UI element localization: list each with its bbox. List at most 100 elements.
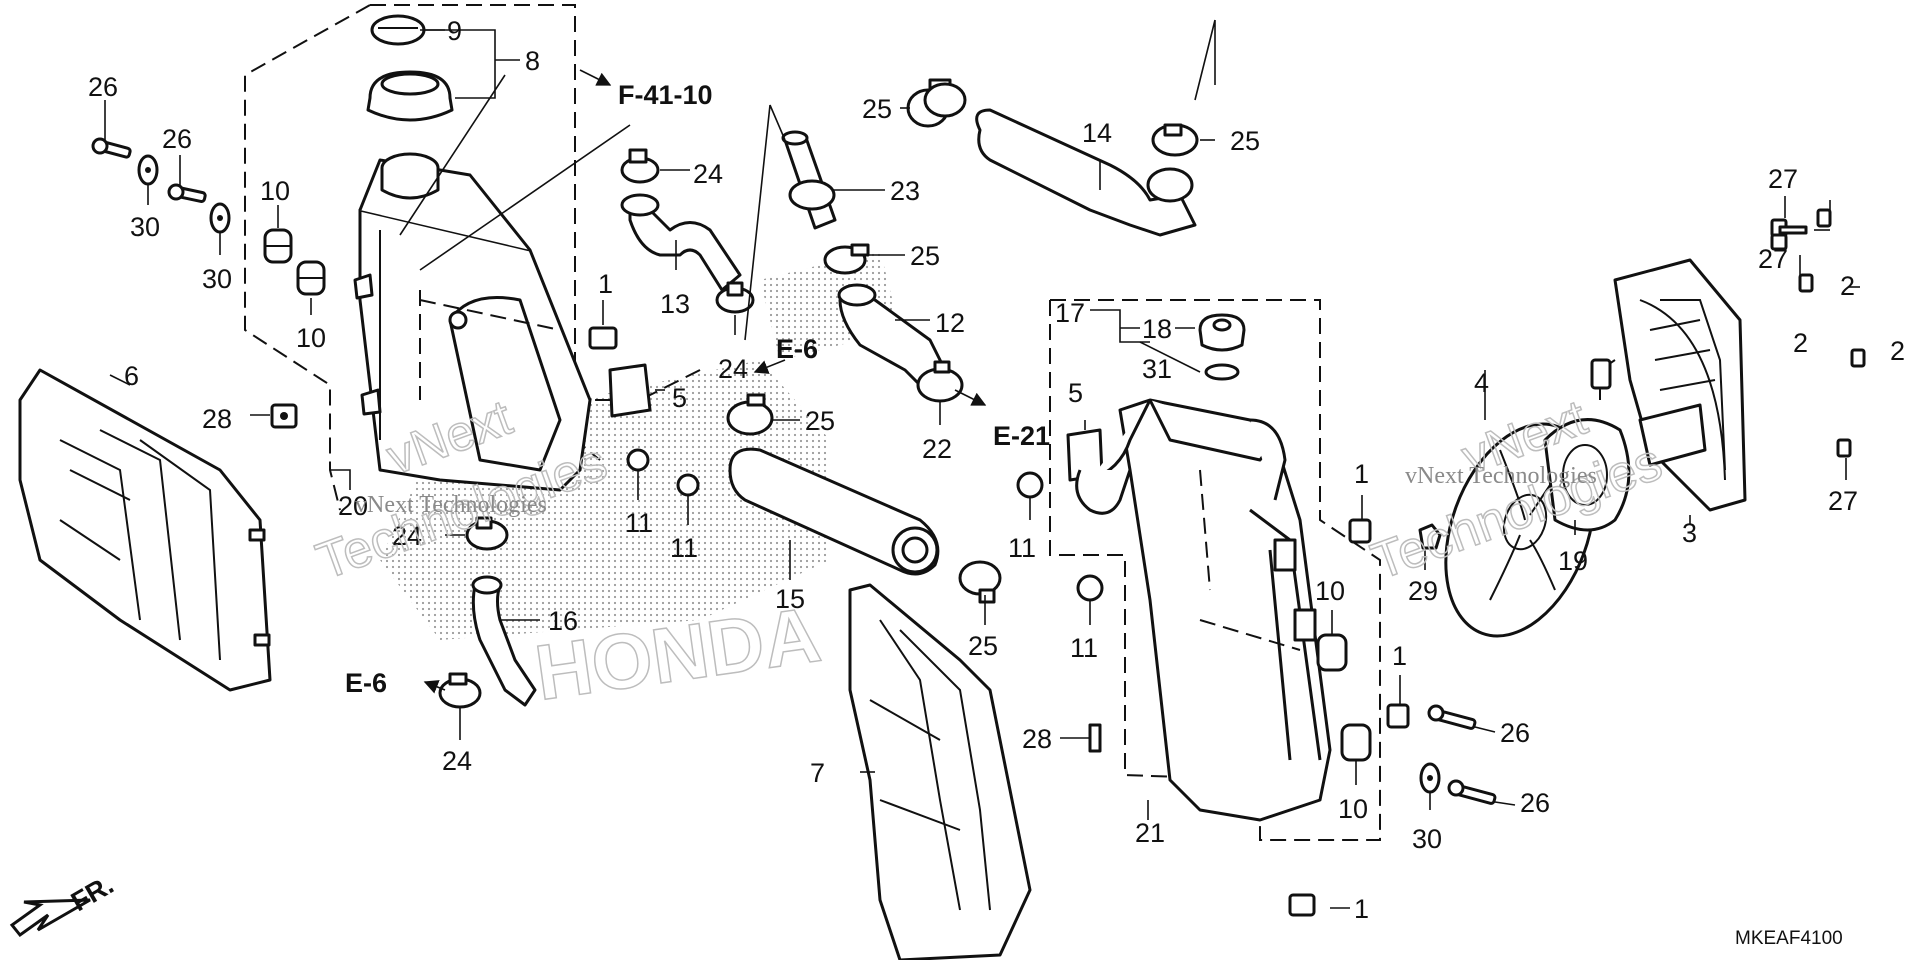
- front-direction-arrow: FR.: [9, 869, 119, 938]
- callout-5: 5: [672, 383, 687, 413]
- callout-11: 11: [1008, 533, 1036, 563]
- callout-29: 29: [1408, 576, 1438, 606]
- callout-16: 16: [548, 606, 578, 636]
- hose-clamp-top-right: [1151, 123, 1199, 157]
- grommet-right-lower: [1340, 723, 1372, 762]
- upper-water-hose: [975, 108, 1197, 237]
- radiator-lower-hose: [728, 447, 940, 576]
- collar-left-b: [676, 473, 700, 497]
- hose-clamp-center-d: [958, 560, 1002, 604]
- reservoir-bolt-right: [167, 183, 207, 203]
- grommet-right-upper: [1316, 633, 1348, 672]
- callout-1: 1: [598, 269, 613, 299]
- callout-10: 10: [1315, 576, 1345, 606]
- hose-clamp-lower-left-b: [438, 672, 482, 709]
- fan-motor: [1543, 358, 1631, 532]
- radiator-group-outline: [1049, 299, 1381, 841]
- collar-right-a: [1016, 471, 1044, 499]
- callout-24: 24: [392, 521, 422, 551]
- hose-clamp-center-c: [726, 393, 774, 436]
- radiator-reserve-tank: [353, 152, 592, 492]
- callout-30: 30: [130, 212, 160, 242]
- callout-6: 6: [124, 361, 139, 391]
- diagram-code: MKEAF4100: [1735, 928, 1843, 949]
- ref-e-6-lower: E-6: [345, 668, 387, 698]
- watermark-small-right: vNext Technologies: [1405, 463, 1597, 489]
- callout-3: 3: [1682, 518, 1697, 548]
- main-radiator: [1075, 398, 1332, 822]
- callout-25: 25: [805, 406, 835, 436]
- reference-arrows: [423, 69, 987, 694]
- collar-right-b: [1076, 574, 1104, 602]
- fan-shroud-bolt-e: [1850, 348, 1866, 368]
- callout-28: 28: [202, 404, 232, 434]
- reservoir-cap-seal: [370, 14, 426, 46]
- callout-24: 24: [718, 354, 748, 384]
- callout-25: 25: [968, 631, 998, 661]
- callout-24: 24: [442, 746, 472, 776]
- callout-11: 11: [1070, 633, 1098, 663]
- callout-30: 30: [1412, 824, 1442, 854]
- ref-f-41-10: F-41-10: [618, 80, 713, 110]
- callout-17: 17: [1055, 298, 1085, 328]
- fan-shroud-bolt-b: [1770, 233, 1788, 251]
- water-pipe-joint: [781, 130, 837, 230]
- callout-24: 24: [693, 159, 723, 189]
- callout-27: 27: [1758, 244, 1788, 274]
- callout-26: 26: [88, 72, 118, 102]
- callout-2: 2: [1890, 336, 1905, 366]
- callout-28: 28: [1022, 724, 1052, 754]
- fan-shroud-bolt-f: [1836, 438, 1852, 458]
- callout-5: 5: [1068, 378, 1083, 408]
- clip-holder-top: [588, 326, 618, 350]
- washer-left: [137, 154, 159, 186]
- rubber-block-left: [608, 363, 652, 418]
- callout-7: 7: [810, 758, 825, 788]
- radiator-bolt-b: [1447, 779, 1497, 805]
- radiator-washer: [1419, 762, 1441, 794]
- callout-30: 30: [202, 264, 232, 294]
- callout-2: 2: [1840, 271, 1855, 301]
- callout-23: 23: [890, 176, 920, 206]
- callout-labels: 9 8 26 26 30 30 10 10 6 28 20 24 13 24 1…: [88, 16, 1905, 924]
- hose-clamp-upper-right: [923, 82, 967, 118]
- shroud-clip-left: [270, 403, 298, 429]
- callout-26: 26: [162, 124, 192, 154]
- callout-10: 10: [260, 176, 290, 206]
- grommet-upper: [263, 228, 293, 264]
- callout-9: 9: [447, 16, 462, 46]
- callout-15: 15: [775, 584, 805, 614]
- callout-12: 12: [935, 308, 965, 338]
- callout-25: 25: [1230, 126, 1260, 156]
- leader-lines: [104, 19, 1860, 909]
- reference-labels: F-41-10 E-6 E-21 E-6: [345, 80, 1050, 698]
- washer-right: [209, 202, 231, 234]
- ref-e-6-upper: E-6: [776, 334, 818, 364]
- callout-8: 8: [525, 46, 540, 76]
- radiator-cap-o-ring: [1204, 363, 1240, 381]
- grommet-lower: [296, 260, 326, 296]
- upper-reservoir-hose: [620, 193, 742, 292]
- reservoir-cap: [366, 70, 454, 122]
- callout-19: 19: [1558, 546, 1588, 576]
- radiator-bolt-a: [1427, 704, 1477, 730]
- reservoir-bolt-left: [91, 137, 132, 159]
- hose-clamp-center-a: [823, 243, 870, 275]
- ref-e-21: E-21: [993, 421, 1050, 451]
- callout-25: 25: [910, 241, 940, 271]
- radiator-cap: [1198, 313, 1246, 352]
- callout-13: 13: [660, 289, 690, 319]
- callout-10: 10: [296, 323, 326, 353]
- callout-2: 2: [1793, 328, 1808, 358]
- clip-right-b: [1386, 703, 1410, 729]
- hose-clamp-lower-left-a: [465, 516, 509, 551]
- callout-18: 18: [1142, 314, 1172, 344]
- callout-1: 1: [1354, 894, 1369, 924]
- callout-26: 26: [1500, 718, 1530, 748]
- left-radiator-shroud: [18, 368, 272, 692]
- callout-27: 27: [1768, 164, 1798, 194]
- callout-10: 10: [1338, 794, 1368, 824]
- fan-shroud: [1613, 258, 1747, 512]
- hose-clamp-upper-left: [620, 148, 660, 184]
